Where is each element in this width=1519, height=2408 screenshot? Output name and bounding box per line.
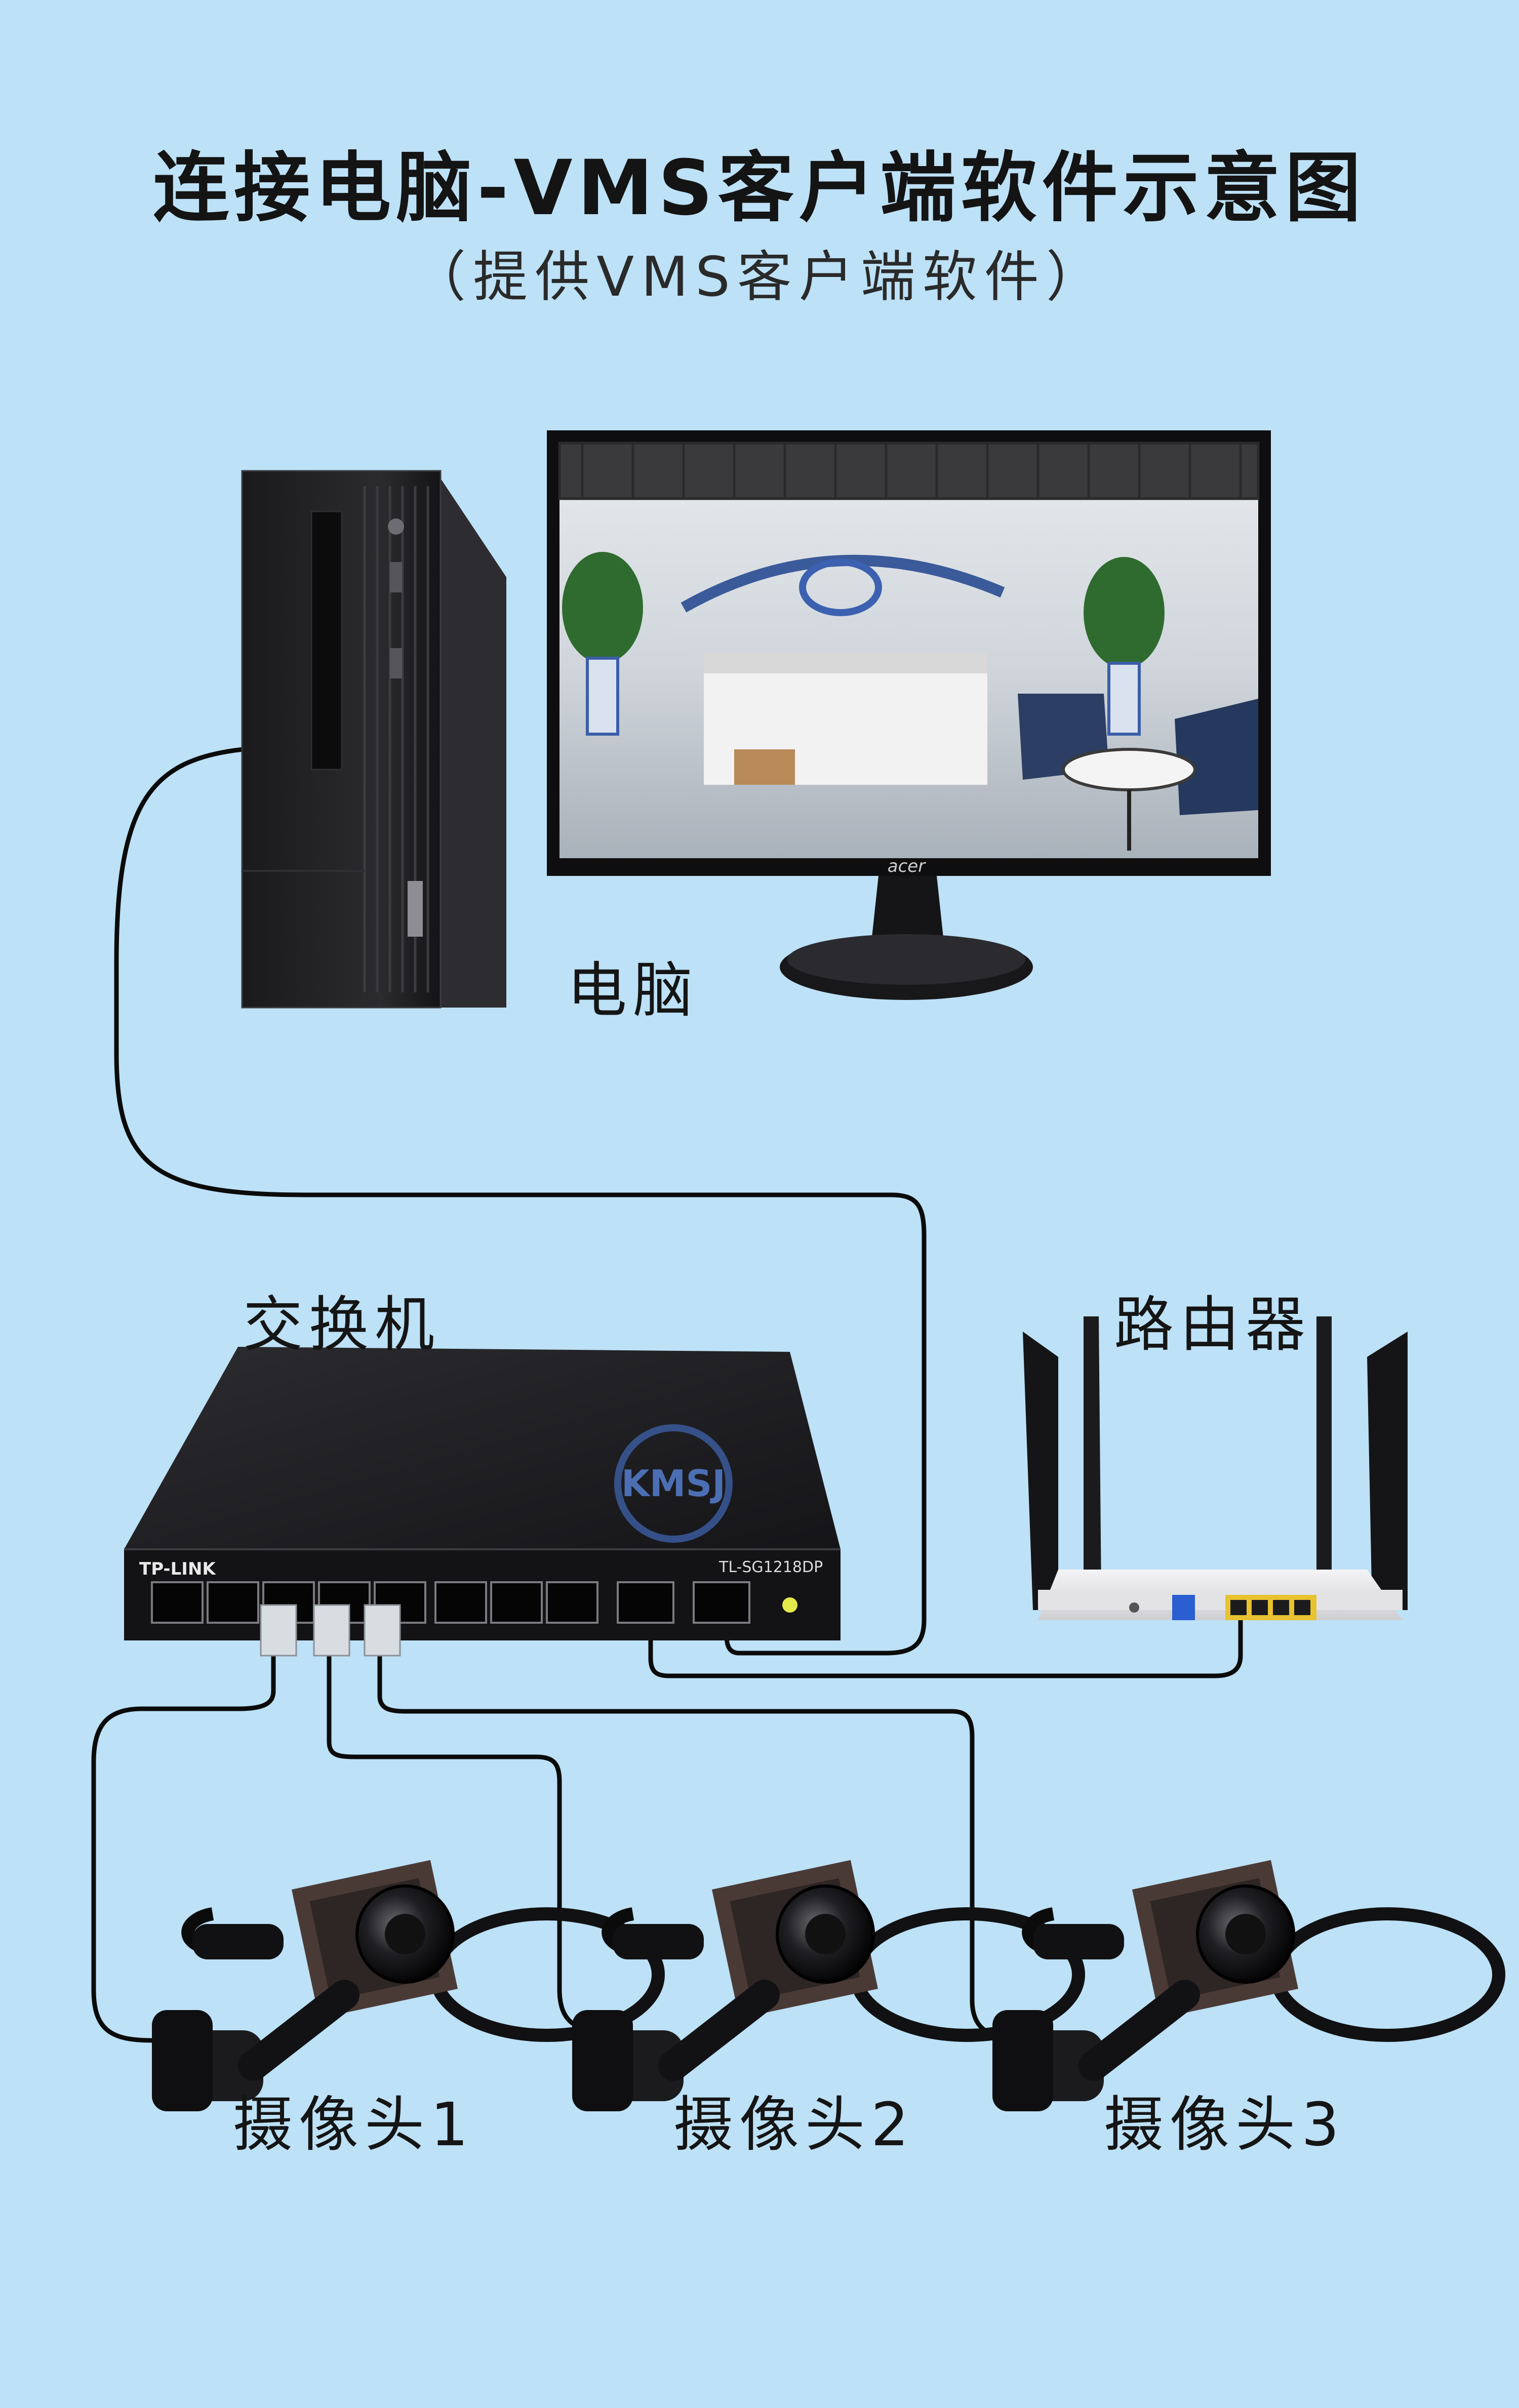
camera-1 (152, 1860, 665, 2111)
label-camera-1: 摄像头1 (233, 2090, 475, 2159)
network-switch: KMSJ TP-LINK TL-SG1218DP (124, 1347, 841, 1657)
label-computer: 电脑 (567, 955, 699, 1025)
monitor: acer (547, 430, 1271, 1000)
power-button-icon (388, 518, 404, 535)
page-title: 连接电脑-VMS客户端软件示意图 (153, 144, 1366, 232)
cable-switch-to-camera1 (91, 1653, 276, 2043)
ceiling-grid (558, 442, 1260, 500)
label-camera-3: 摄像头3 (1104, 2090, 1346, 2159)
label-camera-2: 摄像头2 (673, 2090, 915, 2159)
cable-computer-to-router (114, 747, 927, 1656)
camera-2 (572, 1860, 1085, 2111)
cable-router-to-switch (648, 1602, 1243, 1678)
company-logo-icon (799, 558, 882, 616)
camera-3 (992, 1860, 1505, 2111)
switch-top-logo: KMSJ (621, 1462, 726, 1505)
page-subtitle: （提供VMS客户端软件） (411, 246, 1108, 309)
label-router: 路由器 (1114, 1290, 1312, 1359)
cable-switch-to-camera3 (377, 1653, 1020, 2040)
kmsj-logo-icon (614, 1424, 733, 1543)
label-switch: 交换机 (243, 1290, 441, 1359)
switch-ports (151, 1581, 750, 1624)
switch-brand: TP-LINK (139, 1559, 216, 1579)
computer-tower (241, 470, 506, 1009)
monitor-brand-logo: acer (888, 856, 926, 876)
status-led-icon (782, 1597, 797, 1613)
router (1023, 1316, 1408, 1620)
switch-model: TL-SG1218DP (718, 1558, 823, 1576)
